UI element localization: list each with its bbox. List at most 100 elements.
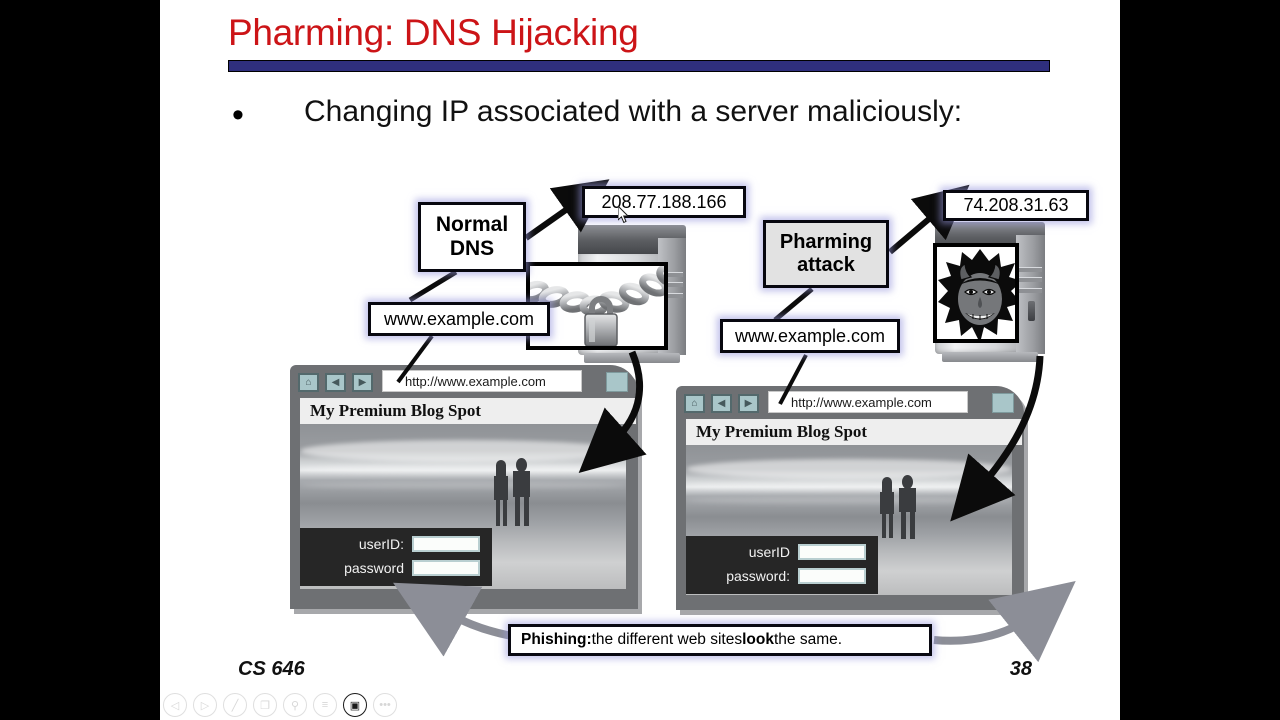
forward-icon[interactable]: ▶ [352,373,373,392]
url-bar-left[interactable]: http://www.example.com [382,370,582,392]
server-vent-slot [659,282,683,288]
login-panel-right: userID password: [686,536,878,594]
video-button[interactable]: ▣ [343,693,367,717]
userid-input-left[interactable] [412,536,480,552]
photo-figure [494,476,508,500]
more-options-button[interactable]: ••• [373,693,397,717]
photo-figure [902,475,913,489]
server-vent-slot [659,292,683,298]
caption-tail: the same. [773,631,843,648]
photo-figure [503,498,507,526]
page-title: Pharming: DNS Hijacking [228,12,639,53]
login-panel-left: userID: password [300,528,492,586]
pharmed-browser-window[interactable]: ⌂ ◀ ▶ http://www.example.com My Premium … [676,386,1024,610]
server-side-panel [1016,235,1045,354]
photo-figure [901,511,906,539]
photo-figure [880,492,894,514]
server-vent-slot [1017,288,1042,293]
home-icon[interactable]: ⌂ [684,394,705,413]
phishing-caption: Phishing: the different web sites look t… [508,624,932,656]
wave-decor [300,464,626,474]
page-heading-text: My Premium Blog Spot [696,422,868,441]
zoom-tool-button[interactable]: ⚲ [283,693,307,717]
right-domain-query-callout: www.example.com [720,319,900,353]
photo-figure [882,512,886,538]
server-vent-slot [1017,266,1042,272]
browser-chrome: ⌂ ◀ ▶ http://www.example.com [290,365,638,399]
back-icon[interactable]: ◀ [325,373,346,392]
next-slide-button[interactable]: ▷ [193,693,217,717]
userid-label-left: userID: [358,536,404,552]
password-input-left[interactable] [412,560,480,576]
photo-figure [496,460,506,480]
wave-decor [300,440,626,462]
page-heading-text: My Premium Blog Spot [310,401,482,420]
password-label-right: password: [726,568,790,584]
page-heading-left: My Premium Blog Spot [300,398,636,424]
arrow-query-to-normal-dns [408,269,458,303]
server-vent-slot [659,271,683,277]
caption-arrow-to-left-browser [393,582,513,657]
pharming-attack-callout: Pharming attack [763,220,889,288]
player-toolbar[interactable]: ◁▷╱❐⚲≡▣••• [163,693,397,717]
chain-and-padlock-icon [526,262,668,350]
stamp-tool-button[interactable]: ❐ [253,693,277,717]
pen-tool-button[interactable]: ╱ [223,693,247,717]
bullet-text: Changing IP associated with a server mal… [304,95,963,128]
arrow-query-to-pharming [773,287,814,322]
server-base [941,352,1039,362]
photo-figure [516,458,527,472]
slide-number-footer: 38 [1009,658,1032,680]
caption-emphasis: look [742,631,774,648]
normal-dns-callout: Normal DNS [418,202,526,272]
photo-figure [524,496,529,526]
legitimate-browser-window[interactable]: ⌂ ◀ ▶ http://www.example.com My Premium … [290,365,638,609]
userid-label-right: userID [748,544,790,560]
page-heading-right: My Premium Blog Spot [686,419,1022,445]
good-ip-callout: 208.77.188.166 [582,186,746,218]
browser-corner-button[interactable] [992,393,1014,413]
caption-arrow-to-right-browser [933,581,1076,663]
url-bar-right[interactable]: http://www.example.com [768,391,968,413]
photo-figure [899,488,916,512]
photo-figure [889,512,893,538]
photo-figure [515,496,520,526]
previous-slide-button[interactable]: ◁ [163,693,187,717]
server-power-led [1028,301,1036,322]
bullet-marker: • [232,96,244,134]
photo-figure [910,511,915,539]
caption-mid: the different web sites [591,631,743,648]
password-row-right: password: [686,568,878,584]
password-input-right[interactable] [798,568,866,584]
url-text: http://www.example.com [791,394,932,410]
caption-lead: Phishing: [521,631,592,648]
password-label-left: password [344,560,404,576]
browser-corner-button[interactable] [606,372,628,392]
forward-icon[interactable]: ▶ [738,394,759,413]
devil-face-icon [933,243,1019,343]
back-icon[interactable]: ◀ [711,394,732,413]
notes-button[interactable]: ≡ [313,693,337,717]
wave-decor [300,482,626,489]
userid-input-right[interactable] [798,544,866,560]
mouse-cursor [618,206,630,224]
userid-row-left: userID: [300,536,492,552]
course-code-footer: CS 646 [238,658,305,680]
photo-figure [882,477,892,496]
left-domain-query-callout: www.example.com [368,302,550,336]
wave-decor [686,481,1012,490]
password-row-left: password [300,560,492,576]
title-divider-rule [228,60,1050,72]
photo-figure [496,498,500,526]
arrow-normal-dns-to-good-ip [524,179,610,241]
slide-canvas: Pharming: DNS Hijacking • Changing IP as… [160,0,1120,720]
browser-chrome: ⌂ ◀ ▶ http://www.example.com [676,386,1024,420]
server-vent-slot [1017,277,1042,283]
wave-decor [686,459,1012,479]
evil-ip-callout: 74.208.31.63 [943,190,1089,221]
home-icon[interactable]: ⌂ [298,373,319,392]
wave-decor [686,497,1012,504]
server-base [584,353,680,363]
url-text: http://www.example.com [405,373,546,389]
